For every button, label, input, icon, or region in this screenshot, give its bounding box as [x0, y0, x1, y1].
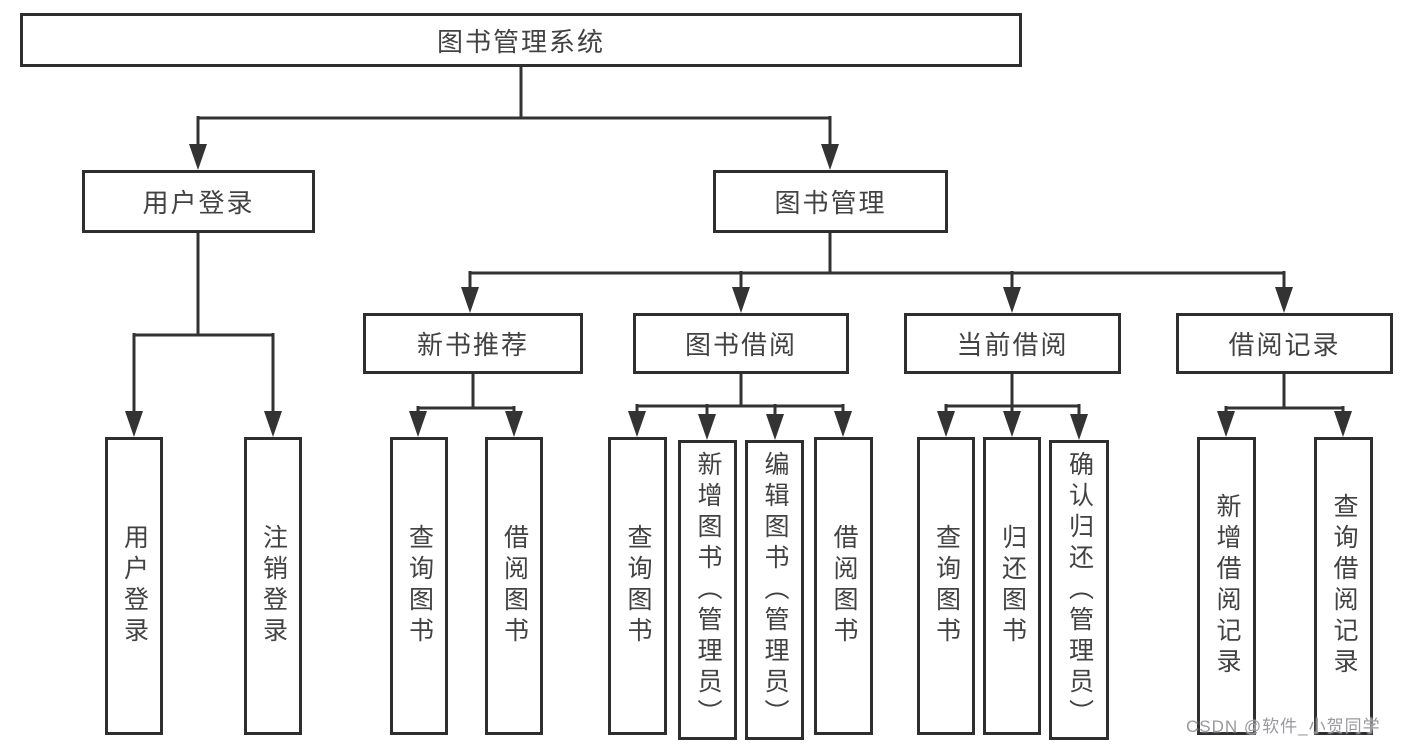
- leaf-records-add-record: 新增借阅记录: [1197, 437, 1256, 735]
- node-book-borrowing: 图书借阅: [633, 313, 849, 374]
- leaf-borrowing-query-books: 查询图书: [608, 437, 667, 735]
- node-book-management: 图书管理: [713, 170, 948, 233]
- watermark: CSDN @软件_小贺同学: [1186, 717, 1381, 736]
- leaf-user-login: 用户登录: [105, 437, 163, 735]
- node-new-book-recommend: 新书推荐: [363, 313, 583, 374]
- leaf-current-return-books: 归还图书: [983, 437, 1041, 735]
- leaf-current-query-books: 查询图书: [917, 437, 975, 735]
- leaf-records-query-record: 查询借阅记录: [1314, 437, 1373, 735]
- edge-bookmgmt-to-level3: [468, 231, 1286, 289]
- leaf-newbook-borrow-books: 借阅图书: [485, 437, 543, 735]
- node-current-borrowing: 当前借阅: [904, 313, 1121, 374]
- arrowheads: [125, 144, 1352, 440]
- leaf-borrowing-add-books-admin: 新增图书（管理员）: [678, 440, 737, 740]
- leaf-current-confirm-return-admin: 确认归还（管理员）: [1049, 440, 1109, 740]
- leaf-newbook-query-books: 查询图书: [390, 437, 448, 735]
- leaf-borrowing-borrow-books: 借阅图书: [814, 437, 873, 735]
- edge-userlogin-to-leaves: [132, 231, 275, 413]
- edge-bookborrow-to-leaves: [635, 372, 845, 416]
- edge-newbook-to-leaves: [416, 372, 516, 413]
- node-user-login: 用户登录: [82, 170, 315, 233]
- node-borrow-records: 借阅记录: [1176, 313, 1393, 374]
- leaf-borrowing-edit-books-admin: 编辑图书（管理员）: [745, 440, 804, 740]
- edge-currentborrow-to-leaves: [944, 372, 1081, 416]
- leaf-logout: 注销登录: [244, 437, 302, 735]
- edge-root-to-level2: [196, 65, 832, 146]
- edge-borrowrecord-to-leaves: [1224, 372, 1345, 413]
- node-root: 图书管理系统: [20, 13, 1022, 67]
